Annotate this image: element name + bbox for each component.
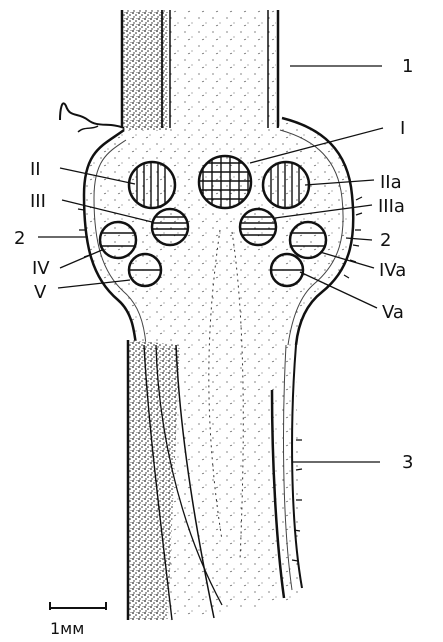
label-IVa: IVa: [379, 260, 406, 281]
label-II: II: [30, 159, 41, 180]
side-branch: [60, 103, 124, 128]
label-3: 3: [402, 452, 413, 473]
scale-bar: 1мм: [50, 602, 106, 638]
label-1-center: I: [400, 118, 405, 139]
label-V: V: [34, 282, 47, 303]
label-Va: Va: [382, 302, 404, 323]
label-IV: IV: [32, 258, 50, 279]
label-2-right: 2: [380, 230, 391, 251]
scale-bar-label: 1мм: [50, 619, 84, 638]
upper-nerve-trunk: [122, 10, 278, 130]
label-III: III: [30, 191, 46, 212]
label-1-right: 1: [402, 56, 413, 77]
label-IIa: IIa: [380, 172, 402, 193]
label-2-left: 2: [14, 228, 25, 249]
label-IIIa: IIIa: [378, 196, 405, 217]
